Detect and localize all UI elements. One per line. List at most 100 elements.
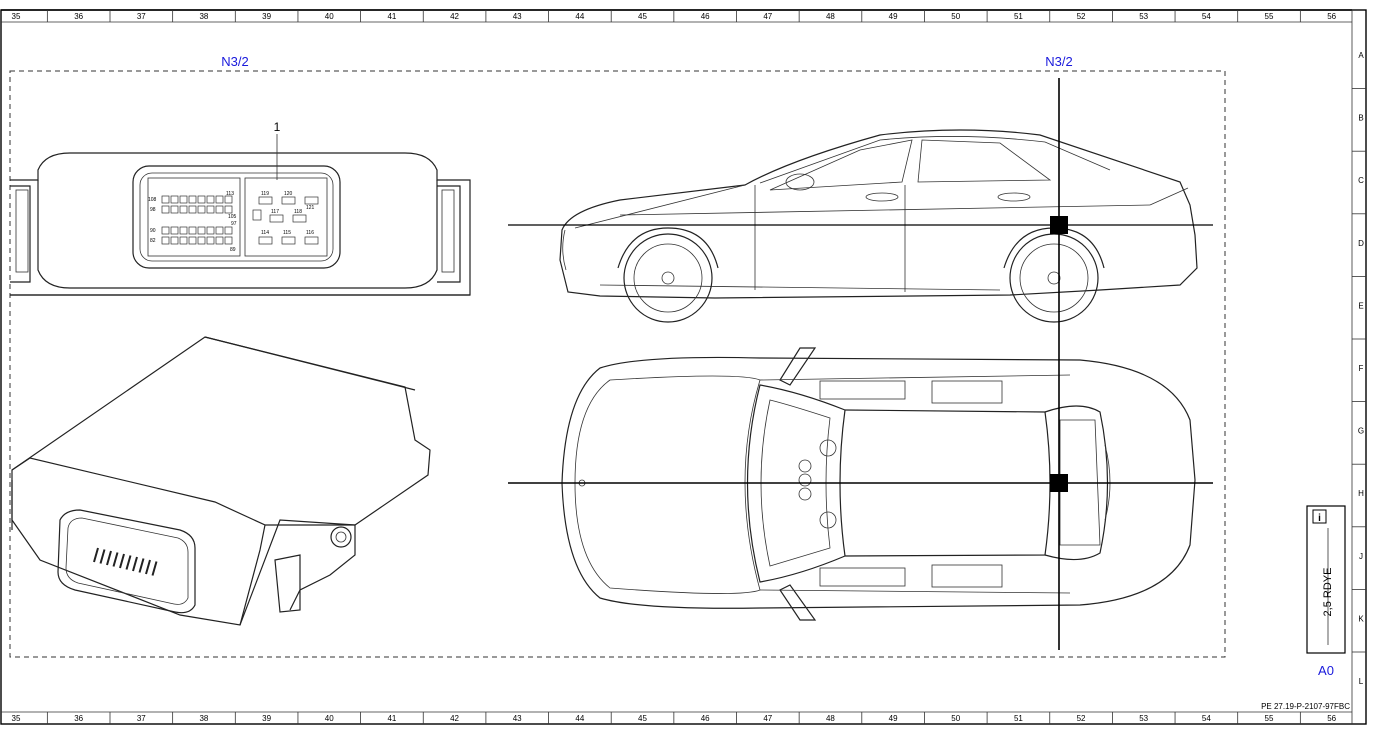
column-ruler-label: 56 (1327, 714, 1336, 723)
row-ruler-label: E (1358, 301, 1363, 310)
connector-pin (145, 559, 151, 575)
column-ruler-label: 40 (325, 12, 334, 21)
row-ruler-label: H (1358, 489, 1364, 498)
connector-pin (258, 236, 273, 245)
connector-pin (161, 226, 170, 235)
row-ruler-label: L (1359, 677, 1364, 686)
wire-info-box[interactable]: i 2,5 RDYE (1306, 505, 1346, 654)
connector-pin (151, 561, 158, 576)
connector-pin (179, 195, 188, 204)
column-ruler-label: 55 (1265, 714, 1274, 723)
connector-pin (170, 226, 179, 235)
connector-pin (112, 552, 119, 567)
control-unit-front-view: 113 119 120 108 98 105 97 117 118 121 90… (10, 120, 471, 296)
info-icon[interactable] (1312, 509, 1327, 524)
pin-label: 117 (271, 209, 279, 215)
connector-pin (138, 558, 145, 573)
column-ruler-label: 36 (74, 12, 83, 21)
location-marker-side[interactable] (1050, 216, 1068, 234)
connector-pin (188, 236, 197, 245)
connector-pin (197, 205, 206, 214)
column-ruler-label: 38 (199, 12, 208, 21)
column-ruler-label: 52 (1077, 714, 1086, 723)
column-ruler-label: 37 (137, 12, 146, 21)
row-ruler-label: J (1359, 552, 1363, 561)
pin-label: 119 (261, 191, 269, 197)
column-ruler-label: 49 (889, 714, 898, 723)
connector-pin (99, 549, 106, 564)
row-ruler-label: G (1358, 427, 1364, 436)
column-ruler-label: 44 (575, 714, 584, 723)
connector-pin (206, 226, 215, 235)
pin-label: 89 (230, 247, 236, 253)
column-ruler-label: 51 (1014, 714, 1023, 723)
column-ruler-label: 55 (1265, 12, 1274, 21)
connector-pin-rows (161, 195, 319, 245)
pin-label: 97 (231, 221, 237, 227)
component-label-right[interactable]: N3/2 (1045, 54, 1072, 69)
connector-pin (224, 226, 233, 235)
pin-label: 116 (306, 230, 314, 236)
vehicle-top-view (561, 347, 1196, 621)
vehicle-side-view (559, 129, 1198, 323)
column-ruler-label: 47 (763, 714, 772, 723)
connector-pin (215, 236, 224, 245)
column-ruler-label: 35 (12, 714, 21, 723)
info-icon-glyph: i (1318, 513, 1321, 524)
location-code[interactable]: A0 (1318, 663, 1334, 678)
pin-label: 105 (228, 214, 237, 220)
connector-pin (179, 226, 188, 235)
connector-pin (197, 236, 206, 245)
row-ruler-label: D (1358, 239, 1364, 248)
connector-pin (170, 236, 179, 245)
connector-pin (215, 205, 224, 214)
connector-pin (106, 550, 112, 566)
connector-pin (179, 236, 188, 245)
connector-pin (206, 236, 215, 245)
connector-pin (197, 226, 206, 235)
wire-label: 2,5 RDYE (1322, 568, 1334, 617)
connector-pin (197, 195, 206, 204)
connector-pin (179, 205, 188, 214)
column-ruler-label: 44 (575, 12, 584, 21)
connector-pin (170, 195, 179, 204)
sheet-border (0, 9, 1367, 725)
connector-pin (93, 547, 99, 563)
location-marker-top[interactable] (1050, 474, 1068, 492)
row-ruler-label: C (1358, 176, 1364, 185)
component-label-left[interactable]: N3/2 (221, 54, 248, 69)
column-ruler-label: 40 (325, 714, 334, 723)
row-ruler-label: A (1358, 51, 1364, 60)
component-boundary (9, 70, 1226, 658)
column-ruler-label: 37 (137, 714, 146, 723)
column-ruler-label: 48 (826, 12, 835, 21)
column-ruler-label: 53 (1139, 12, 1148, 21)
column-ruler-label: 41 (387, 714, 396, 723)
row-ruler-label: K (1358, 614, 1364, 623)
column-ruler-label: 54 (1202, 714, 1211, 723)
connector-pin (206, 195, 215, 204)
column-ruler-label: 52 (1077, 12, 1086, 21)
column-ruler-label: 54 (1202, 12, 1211, 21)
connector-pin (304, 196, 319, 205)
column-ruler-label: 43 (513, 714, 522, 723)
document-reference: PE 27.19-P-2107-97FBC (1261, 702, 1350, 711)
connector-pin (161, 195, 170, 204)
column-ruler-label: 42 (450, 714, 459, 723)
connector-pin (252, 209, 262, 221)
pin-label: 115 (283, 230, 291, 236)
pin-label: 113 (226, 191, 234, 197)
connector-pin (170, 205, 179, 214)
column-ruler-label: 50 (951, 714, 960, 723)
connector-pin (125, 555, 132, 570)
connector-pin (224, 236, 233, 245)
connector-pin (292, 214, 307, 223)
connector-pin (206, 205, 215, 214)
row-ruler-label: B (1358, 114, 1363, 123)
column-ruler-label: 50 (951, 12, 960, 21)
pin-label: 114 (261, 230, 269, 236)
connector-pin (188, 205, 197, 214)
